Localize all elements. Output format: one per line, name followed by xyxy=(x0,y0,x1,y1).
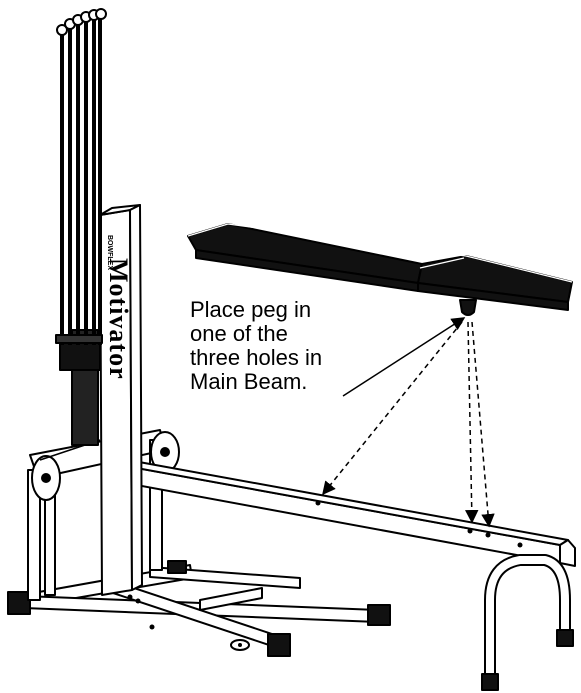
rod-cap-6 xyxy=(95,8,107,20)
brand-name-label: Motivator xyxy=(104,258,133,380)
arrow-to-hole-3 xyxy=(471,321,495,528)
instruction-callout: Place peg in one of the three holes in M… xyxy=(190,298,360,394)
foot-cap-rear xyxy=(167,560,187,574)
bench-seat xyxy=(187,223,573,316)
foot-cap-right xyxy=(367,604,391,626)
rod-cap-1 xyxy=(56,24,68,36)
callout-line-3: three holes in xyxy=(190,345,323,370)
bench-peg-icon xyxy=(459,299,477,316)
arrow-to-hole-1 xyxy=(322,321,463,496)
callout-line-1: Place peg in xyxy=(190,297,312,322)
foot-cap-front-right xyxy=(267,633,291,657)
base-frame xyxy=(7,560,391,657)
foot-cap-left xyxy=(7,591,31,615)
brand-small-label: BOWFLEX xyxy=(106,235,113,270)
beam-hole-1 xyxy=(315,500,321,506)
beam-hole-2 xyxy=(467,528,473,534)
main-beam xyxy=(109,459,576,567)
front-leg-cap-left xyxy=(481,673,499,691)
front-leg-cap-right xyxy=(556,629,574,647)
front-leg xyxy=(481,554,574,691)
arrow-to-hole-2 xyxy=(465,321,479,524)
callout-line-4: Main Beam. xyxy=(190,369,308,394)
beam-hole-3 xyxy=(485,532,491,538)
callout-line-2: one of the xyxy=(190,321,288,346)
power-rods xyxy=(55,8,107,446)
leader-line xyxy=(342,317,466,397)
tower xyxy=(99,204,143,596)
callout-arrows xyxy=(322,317,495,528)
